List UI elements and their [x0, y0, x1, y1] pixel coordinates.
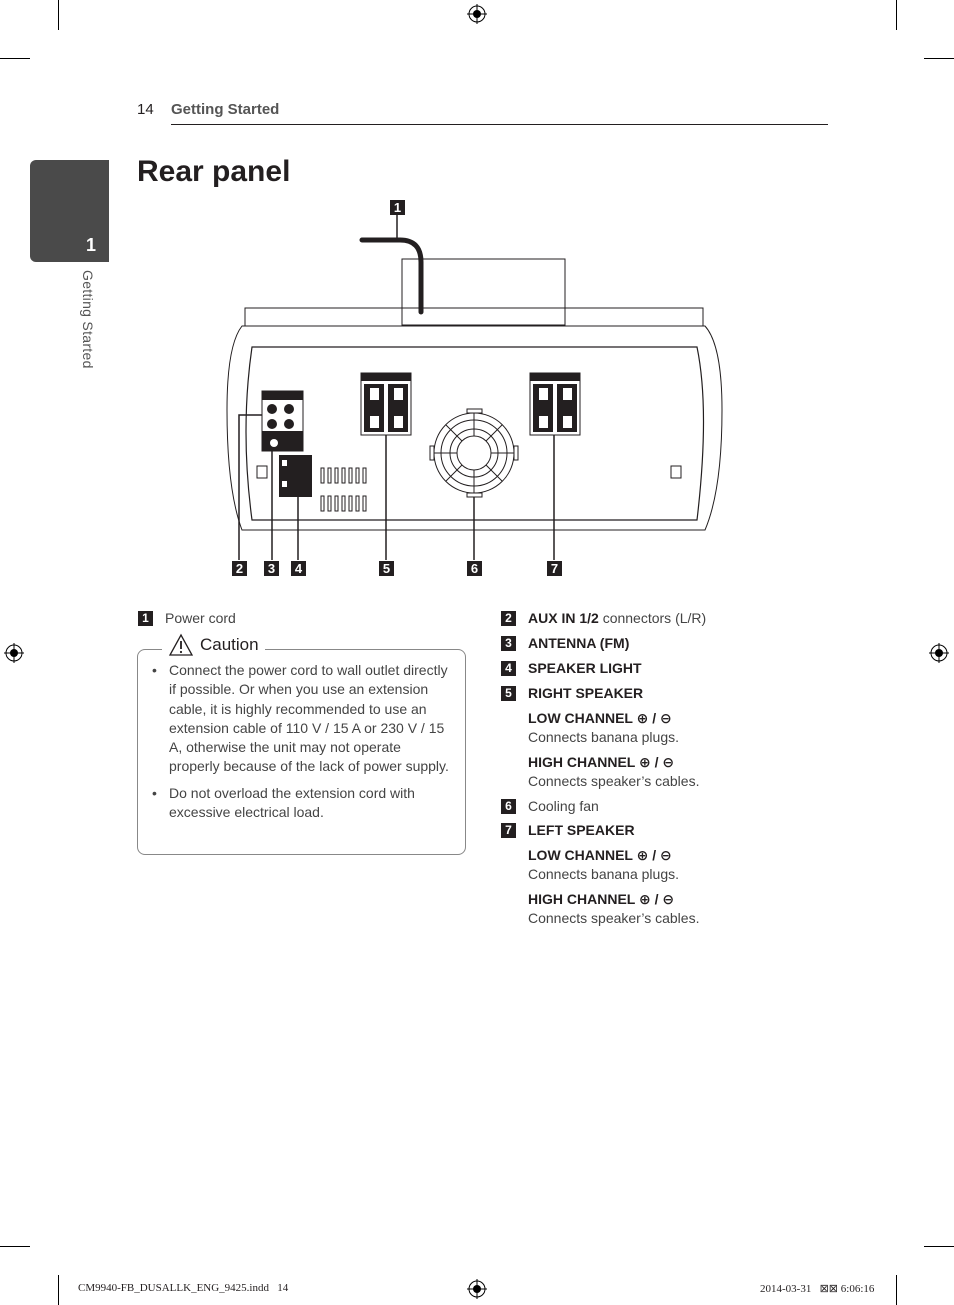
- item-badge: 4: [501, 661, 516, 676]
- registration-mark-icon: [467, 1279, 487, 1299]
- list-item: 2 AUX IN 1/2 connectors (L/R): [501, 609, 706, 628]
- chapter-number: 1: [86, 235, 97, 255]
- crop-mark: [58, 1275, 59, 1305]
- crop-mark: [58, 0, 59, 30]
- item-badge: 6: [501, 799, 516, 814]
- crop-mark: [924, 1246, 954, 1247]
- item-badge: 5: [501, 686, 516, 701]
- registration-mark-icon: [929, 643, 949, 663]
- list-subitem: LOW CHANNEL ⊕ / ⊖ Connects banana plugs.: [528, 709, 679, 747]
- registration-mark-icon: [4, 643, 24, 663]
- footer-date: 2014-03-31 ⊠⊠ 6:06:16: [760, 1283, 875, 1295]
- subitem-text: Connects banana plugs.: [528, 729, 679, 745]
- list-subitem: HIGH CHANNEL ⊕ / ⊖ Connects speaker’s ca…: [528, 753, 699, 791]
- list-item: 3 ANTENNA (FM): [501, 634, 629, 653]
- footer-file: CM9940-FB_DUSALLK_ENG_9425.indd 14: [78, 1282, 289, 1294]
- caution-title: Caution: [200, 635, 259, 654]
- caution-bullet: Connect the power cord to wall outlet di…: [152, 661, 452, 777]
- item-bold: AUX IN 1/2: [528, 610, 599, 626]
- item-bold: LEFT SPEAKER: [528, 822, 635, 838]
- callout-5: 5: [383, 561, 390, 576]
- section-title: Getting Started: [171, 101, 280, 118]
- warning-icon: [168, 633, 194, 656]
- subitem-text: Connects speaker’s cables.: [528, 773, 700, 789]
- list-item: 6 Cooling fan: [501, 797, 599, 816]
- crop-mark: [0, 58, 30, 59]
- subitem-bold: HIGH CHANNEL ⊕ / ⊖: [528, 891, 675, 907]
- chapter-label: Getting Started: [80, 270, 96, 369]
- callout-6: 6: [471, 561, 478, 576]
- list-item: 7 LEFT SPEAKER: [501, 821, 635, 840]
- caution-heading: Caution: [162, 633, 265, 657]
- list-subitem: HIGH CHANNEL ⊕ / ⊖ Connects speaker’s ca…: [528, 890, 699, 928]
- callout-4: 4: [295, 561, 303, 576]
- item-badge: 1: [138, 611, 153, 626]
- callout-3: 3: [268, 561, 275, 576]
- item-text: Power cord: [165, 610, 236, 626]
- subitem-bold: HIGH CHANNEL ⊕ / ⊖: [528, 754, 675, 770]
- callout-7: 7: [551, 561, 558, 576]
- item-badge: 3: [501, 636, 516, 651]
- crop-mark: [896, 1275, 897, 1305]
- caution-list: Connect the power cord to wall outlet di…: [152, 661, 452, 829]
- crop-mark: [924, 58, 954, 59]
- item-text: connectors (L/R): [598, 610, 707, 626]
- subitem-bold: LOW CHANNEL ⊕ / ⊖: [528, 847, 672, 863]
- caution-box: [137, 649, 466, 855]
- item-text: Cooling fan: [528, 798, 599, 814]
- caution-bullet: Do not overload the extension cord with …: [152, 784, 452, 823]
- callout-1: 1: [394, 200, 401, 215]
- callout-2: 2: [236, 561, 243, 576]
- registration-mark-icon: [467, 4, 487, 24]
- page-title: Rear panel: [137, 155, 291, 188]
- item-badge: 2: [501, 611, 516, 626]
- item-badge: 7: [501, 823, 516, 838]
- list-item: 4 SPEAKER LIGHT: [501, 659, 642, 678]
- crop-mark: [0, 1246, 30, 1247]
- list-item: 1 Power cord: [138, 609, 236, 628]
- rear-panel-diagram: 1 2 3 4 5 6 7: [226, 200, 723, 576]
- chapter-tab: [30, 160, 109, 262]
- crop-mark: [896, 0, 897, 30]
- list-subitem: LOW CHANNEL ⊕ / ⊖ Connects banana plugs.: [528, 846, 679, 884]
- item-bold: RIGHT SPEAKER: [528, 685, 644, 701]
- subitem-text: Connects banana plugs.: [528, 866, 679, 882]
- item-bold: ANTENNA (FM): [528, 635, 630, 651]
- subitem-text: Connects speaker’s cables.: [528, 910, 700, 926]
- item-bold: SPEAKER LIGHT: [528, 660, 642, 676]
- subitem-bold: LOW CHANNEL ⊕ / ⊖: [528, 710, 672, 726]
- page-number: 14: [137, 101, 154, 118]
- header-rule: [171, 124, 828, 125]
- list-item: 5 RIGHT SPEAKER: [501, 684, 643, 703]
